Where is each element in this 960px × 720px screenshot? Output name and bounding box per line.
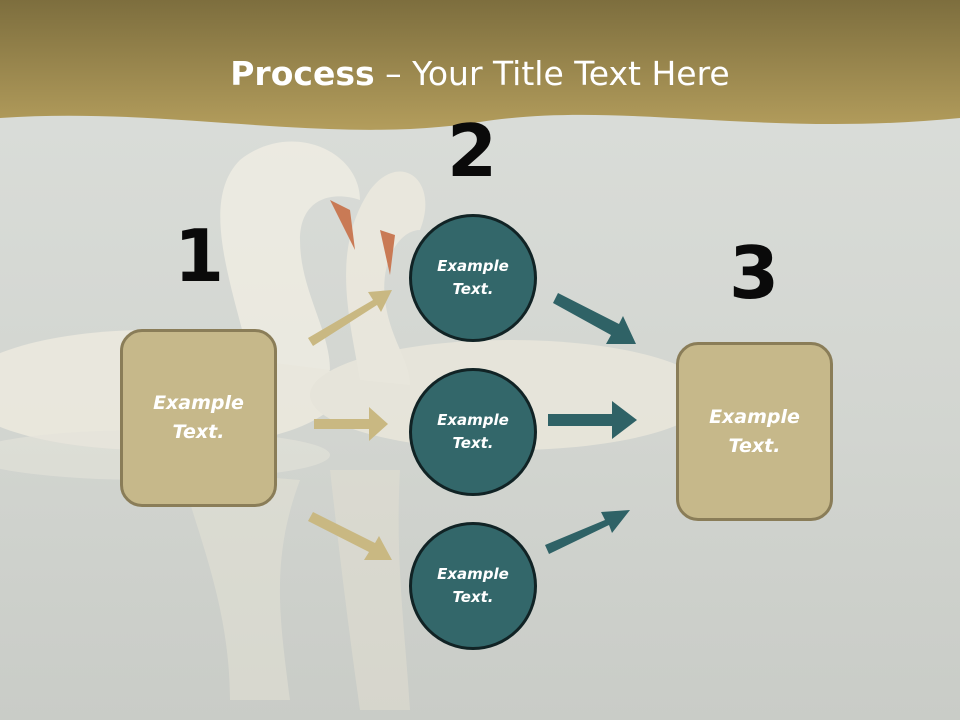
right-box-text: Example Text. bbox=[709, 405, 800, 457]
right-box: Example Text. bbox=[676, 342, 833, 521]
slide-title: Process – Your Title Text Here bbox=[0, 52, 960, 96]
title-rest: – Your Title Text Here bbox=[374, 54, 730, 93]
title-bold: Process bbox=[230, 54, 375, 93]
step-number-1: 1 bbox=[173, 214, 225, 298]
header-band bbox=[0, 0, 960, 130]
step-number-3: 3 bbox=[728, 231, 780, 315]
circle-bottom-text: Example Text. bbox=[437, 565, 509, 606]
circle-middle: Example Text. bbox=[409, 368, 537, 496]
circle-top: Example Text. bbox=[409, 214, 537, 342]
left-box-text: Example Text. bbox=[153, 392, 244, 443]
circle-top-text: Example Text. bbox=[437, 257, 509, 298]
left-box: Example Text. bbox=[120, 329, 277, 507]
circle-bottom: Example Text. bbox=[409, 522, 537, 650]
circle-middle-text: Example Text. bbox=[437, 411, 509, 452]
step-number-2: 2 bbox=[446, 109, 498, 193]
